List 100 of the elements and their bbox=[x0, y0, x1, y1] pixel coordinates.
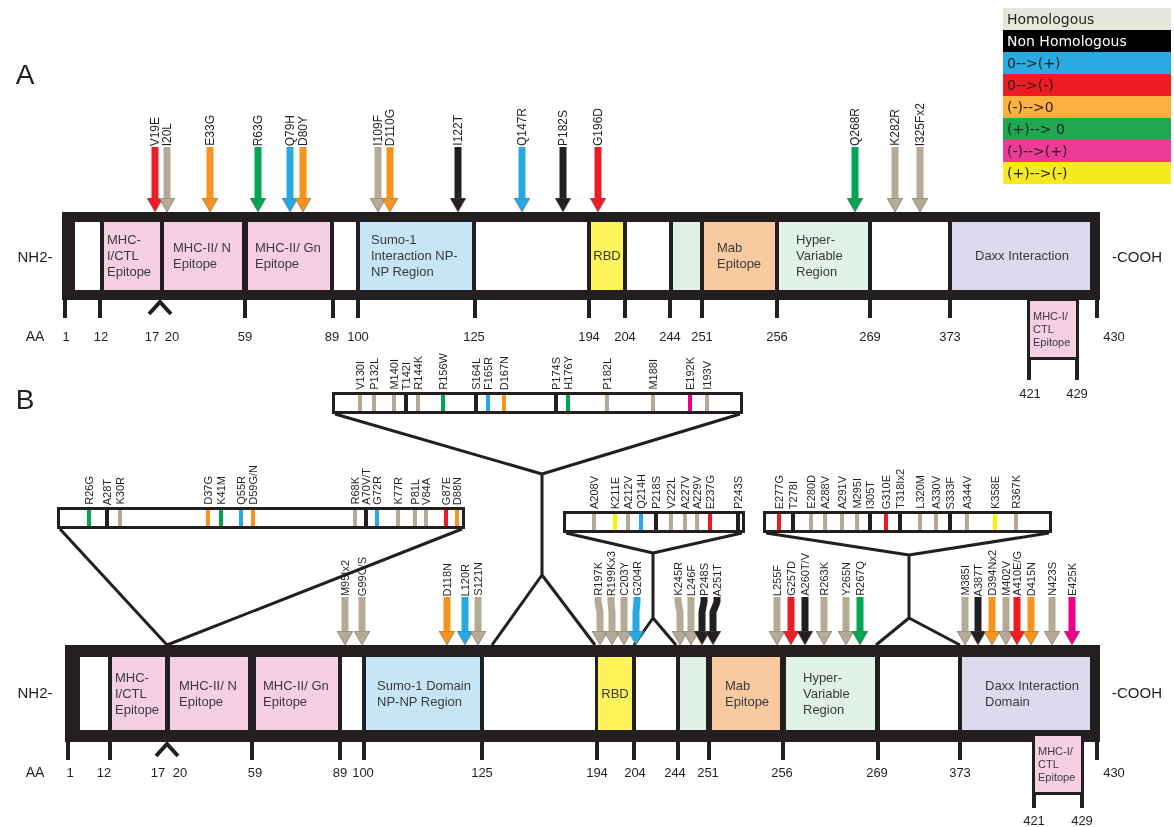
epitope-box: MHC-I/ CTL Epitope bbox=[1027, 298, 1079, 360]
axis-number: 373 bbox=[949, 764, 971, 780]
axis-number: 194 bbox=[578, 328, 600, 344]
axis-number: 12 bbox=[93, 328, 109, 344]
panel-letter: A bbox=[15, 59, 35, 91]
mutation-label: P182S bbox=[557, 109, 569, 146]
mutation-label: R144K bbox=[412, 356, 424, 390]
domain-box: Sumo-1 Domain NP-NP Region bbox=[366, 657, 480, 730]
domain-box: MHC-II/ Gn Epitope bbox=[248, 222, 330, 290]
domain-box bbox=[342, 657, 362, 730]
mutation-label: K30R bbox=[114, 477, 126, 505]
panel-letter: B bbox=[15, 384, 35, 416]
axis-title: AA bbox=[25, 328, 45, 344]
terminus-label: -COOH bbox=[1112, 683, 1162, 701]
mutation-label: A251T bbox=[711, 563, 723, 596]
mutation-label: I193V bbox=[701, 361, 713, 390]
mutation-label: L255F bbox=[771, 564, 783, 596]
mutation-label: R199Kx3 bbox=[605, 550, 617, 596]
mutation-label: K77R bbox=[392, 477, 404, 505]
mutation-label: D167N bbox=[498, 355, 510, 390]
domain-box: Daxx Interaction bbox=[952, 222, 1090, 290]
axis-number: 12 bbox=[96, 764, 112, 780]
mutation-label: E425K bbox=[1066, 562, 1078, 596]
domain-box: MHC-II/ Gn Epitope bbox=[256, 657, 338, 730]
axis-number: 20 bbox=[172, 764, 188, 780]
domain-box bbox=[334, 222, 356, 290]
mutation-label: M295I bbox=[851, 478, 863, 509]
mutation-label: D415N bbox=[1025, 561, 1037, 596]
mutation-label: M402V bbox=[1000, 561, 1012, 596]
mutation-label: K282R bbox=[889, 109, 901, 146]
domain-box: Mab Epitope bbox=[704, 222, 775, 290]
mutation-label: Y265N bbox=[840, 562, 852, 596]
mutation-label: D59G/N bbox=[247, 465, 259, 505]
axis-number: 17 bbox=[150, 764, 166, 780]
domain-box: RBD bbox=[591, 222, 623, 290]
domain-box: Hyper- Variable Region bbox=[786, 657, 875, 730]
axis-number: 1 bbox=[62, 328, 70, 344]
domain-box bbox=[673, 222, 700, 290]
axis-number: 429 bbox=[1071, 812, 1093, 827]
mutation-label: Q268R bbox=[849, 107, 861, 146]
domain-box bbox=[680, 657, 706, 730]
mutation-label: I20L bbox=[161, 122, 173, 146]
domain-box: MHC-II/ N Epitope bbox=[164, 222, 242, 290]
domain-box: MHC- I/CTL Epitope bbox=[104, 222, 160, 290]
mutation-label: L120R bbox=[459, 563, 471, 596]
mutation-label: P182L bbox=[601, 358, 613, 390]
mutation-label: M188I bbox=[647, 359, 659, 390]
domain-box bbox=[75, 222, 100, 290]
mutation-label: A227V bbox=[679, 475, 691, 509]
axis-number: 204 bbox=[614, 328, 636, 344]
mutation-label: G72R bbox=[371, 476, 383, 505]
mutation-label: H176Y bbox=[562, 356, 574, 390]
mutation-label: V130I bbox=[354, 361, 366, 390]
mutation-label: E280D bbox=[805, 475, 817, 509]
mutation-label: G204R bbox=[631, 561, 643, 596]
mutation-label: G196D bbox=[592, 107, 604, 146]
axis-number: 1 bbox=[66, 764, 74, 780]
mutation-label: A229V bbox=[691, 475, 703, 509]
protein-bar bbox=[65, 645, 1100, 742]
mutation-label: Q147R bbox=[516, 107, 528, 146]
mutation-label: E237G bbox=[704, 474, 716, 509]
mutation-label: K211E bbox=[609, 476, 621, 509]
legend-text: (+)--> 0 bbox=[1007, 121, 1065, 137]
axis-number: 269 bbox=[859, 328, 881, 344]
mutation-label: A344V bbox=[961, 475, 973, 509]
domain-box bbox=[476, 222, 587, 290]
mutation-label: K41M bbox=[215, 476, 227, 505]
domain-box bbox=[80, 657, 108, 730]
mutation-label: M385I bbox=[959, 565, 971, 596]
legend-text: Homologous bbox=[1007, 11, 1095, 27]
mutation-label: E33G bbox=[204, 115, 216, 146]
terminus-label: -COOH bbox=[1112, 247, 1162, 265]
terminus-label: NH2- bbox=[17, 683, 53, 701]
domain-box: RBD bbox=[598, 657, 632, 730]
mutation-label: V19E bbox=[149, 116, 161, 146]
terminus-label: NH2- bbox=[17, 247, 53, 265]
mutation-label: G257D bbox=[785, 561, 797, 596]
mutation-label: I122T bbox=[452, 115, 464, 146]
mutation-label: C203Y bbox=[618, 562, 630, 596]
legend-text: 0-->(+) bbox=[1007, 55, 1061, 71]
legend-text: (-)-->(+) bbox=[1007, 143, 1068, 159]
mutation-label: E277G bbox=[773, 474, 785, 509]
axis-number: 125 bbox=[463, 328, 485, 344]
mutation-label: D88N bbox=[451, 476, 463, 505]
mutation-label: K358E bbox=[989, 475, 1001, 509]
domain-box bbox=[880, 657, 958, 730]
zoom-connector bbox=[564, 531, 744, 647]
legend-text: (-)-->0 bbox=[1007, 99, 1054, 115]
mutation-label: D118N bbox=[441, 562, 453, 596]
mutation-label: A291V bbox=[836, 475, 848, 509]
legend-text: (+)-->(-) bbox=[1007, 165, 1068, 181]
mutation-label: R156W bbox=[437, 353, 449, 390]
axis-number: 17 bbox=[144, 328, 160, 344]
axis-number: 430 bbox=[1103, 328, 1125, 344]
axis-number: 244 bbox=[664, 764, 686, 780]
mutation-label: I325Fx2 bbox=[914, 102, 926, 146]
mutation-label: R197K bbox=[592, 562, 604, 596]
mutation-label: V84A bbox=[420, 478, 432, 505]
mutation-label: A288V bbox=[819, 475, 831, 509]
axis-number: 256 bbox=[766, 328, 788, 344]
